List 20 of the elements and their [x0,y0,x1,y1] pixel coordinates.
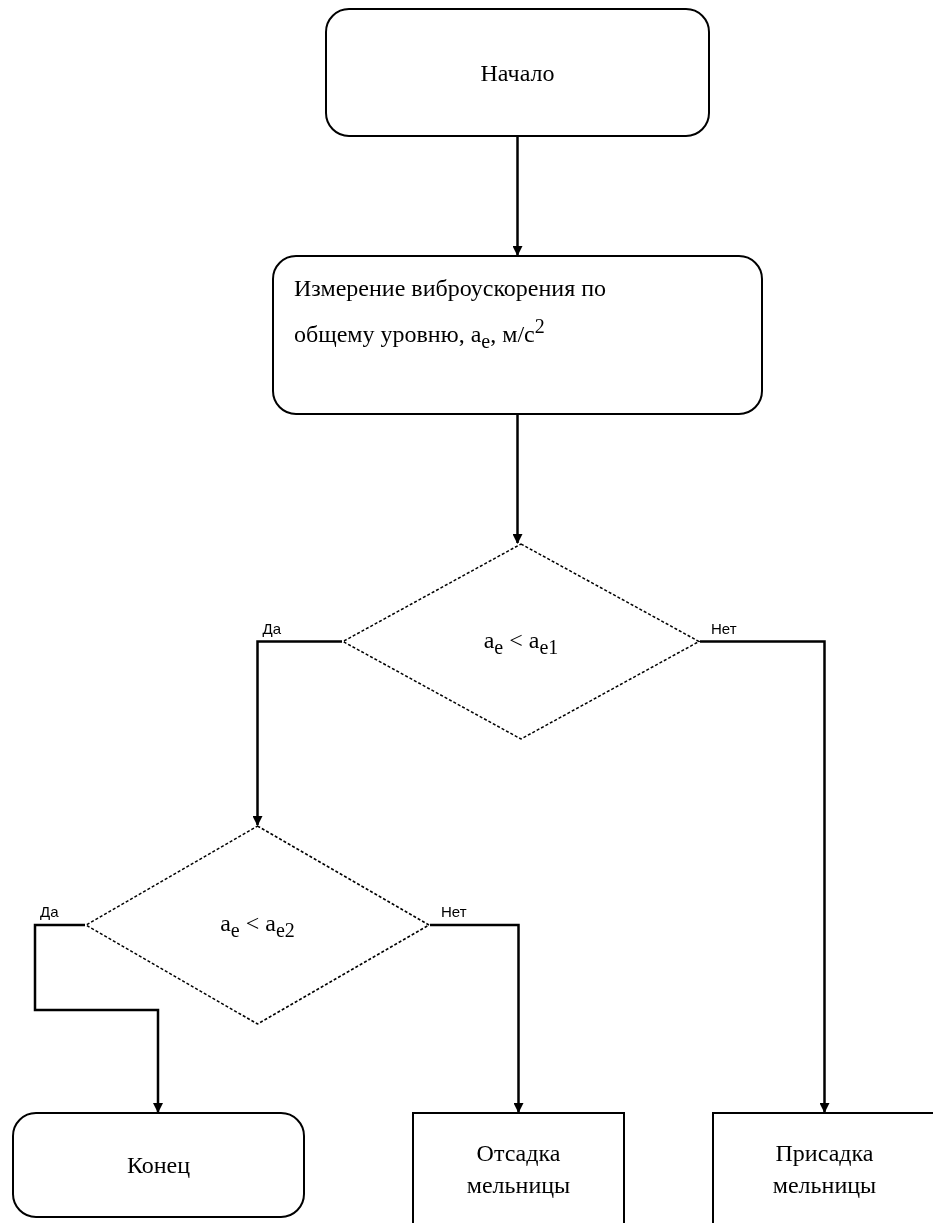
node-text: Измерение виброускорения по общему уровню, a$_{e}$, м/с$^{2}$ [294,274,608,354]
condition-text: a$_{e}$ < a$_{e1}$ [483,625,559,660]
terminal-box [272,255,763,415]
arrow [252,640,342,826]
decision-diamond [342,543,700,740]
node-text: Отсадка мельницы [465,1139,572,1200]
decision-diamond [85,825,430,1025]
terminal-box [325,8,710,137]
process-box [412,1112,625,1223]
arrow [430,923,524,1113]
arrow [33,923,163,1113]
arrow [512,137,523,256]
node-text: Начало [480,58,555,88]
arrow [512,415,523,544]
condition-text: a$_{e}$ < a$_{e2}$ [220,909,295,943]
terminal-box [12,1112,305,1218]
node-text: Конец [126,1151,191,1180]
node-text: Присадка мельницы [771,1139,878,1200]
process-box [712,1112,933,1223]
arrow [700,640,830,1113]
